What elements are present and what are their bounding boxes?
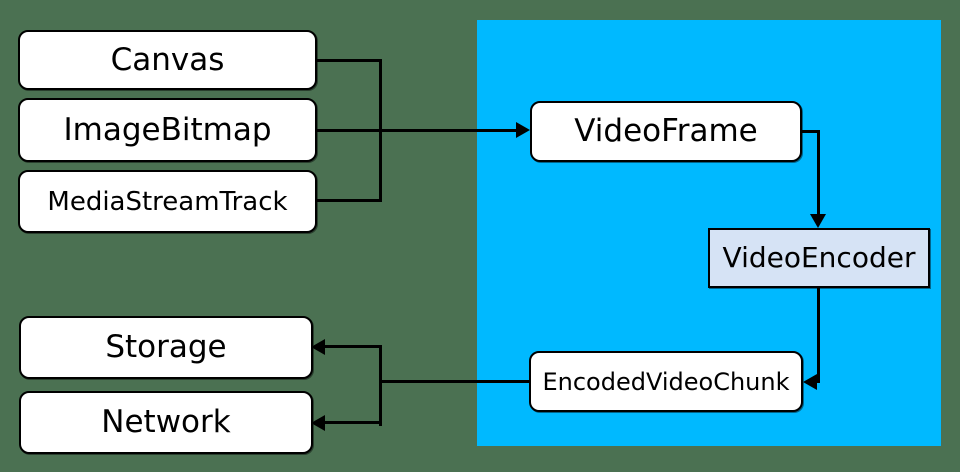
node-videoframe: VideoFrame (530, 101, 802, 162)
arrowhead-into-storage (311, 339, 325, 355)
node-storage: Storage (19, 316, 313, 379)
node-imagebitmap: ImageBitmap (18, 98, 317, 162)
node-encodedvideochunk: EncodedVideoChunk (529, 351, 803, 412)
arrowhead-into-videoencoder (810, 214, 826, 228)
node-canvas: Canvas (18, 30, 317, 90)
edge-storage-line (325, 345, 382, 348)
edge-canvas-line (315, 59, 382, 62)
edge-chunk-out-line (381, 380, 531, 383)
node-mediastreamtrack: MediaStreamTrack (18, 170, 317, 233)
edge-videoencoder-down-line (817, 286, 820, 383)
arrowhead-into-videoframe (516, 122, 530, 138)
arrowhead-into-network (311, 415, 325, 431)
edge-imagebitmap-line (315, 129, 516, 132)
edge-videoframe-out-line (800, 130, 820, 133)
arrowhead-into-encodedvideochunk (803, 374, 817, 390)
edge-videoframe-down-line (817, 130, 820, 215)
edge-network-line (325, 421, 382, 424)
edge-mediastreamtrack-line (315, 199, 382, 202)
edge-sink-splitter-line (379, 345, 382, 426)
node-network: Network (19, 391, 313, 454)
node-videoencoder: VideoEncoder (708, 228, 930, 288)
